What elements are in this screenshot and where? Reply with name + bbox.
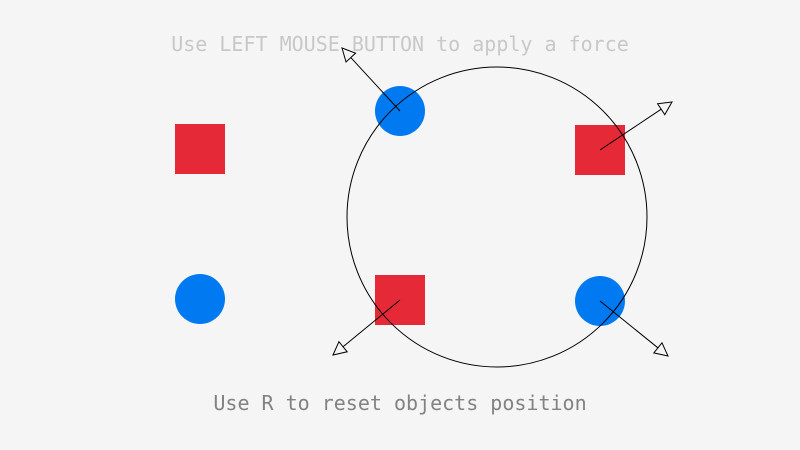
force-arrow-shaft xyxy=(599,300,659,349)
force-arrow-shaft xyxy=(599,108,662,151)
instruction-reset-objects: Use R to reset objects position xyxy=(213,391,587,415)
force-arrow-shaft xyxy=(342,299,401,348)
force-arrow xyxy=(599,101,673,151)
force-arrow xyxy=(341,47,401,112)
force-arrow-shaft xyxy=(350,57,401,112)
force-radius-circle xyxy=(346,66,648,368)
force-arrow-head xyxy=(341,47,357,63)
force-arrow xyxy=(599,300,669,357)
force-arrow-head xyxy=(652,341,669,357)
force-arrow-head xyxy=(656,101,673,116)
blue-circle-object[interactable] xyxy=(175,274,225,324)
force-arrow xyxy=(332,299,401,356)
instruction-apply-force: Use LEFT MOUSE BUTTON to apply a force xyxy=(171,32,629,56)
force-arrow-head xyxy=(332,340,349,356)
red-square-object[interactable] xyxy=(175,124,225,174)
